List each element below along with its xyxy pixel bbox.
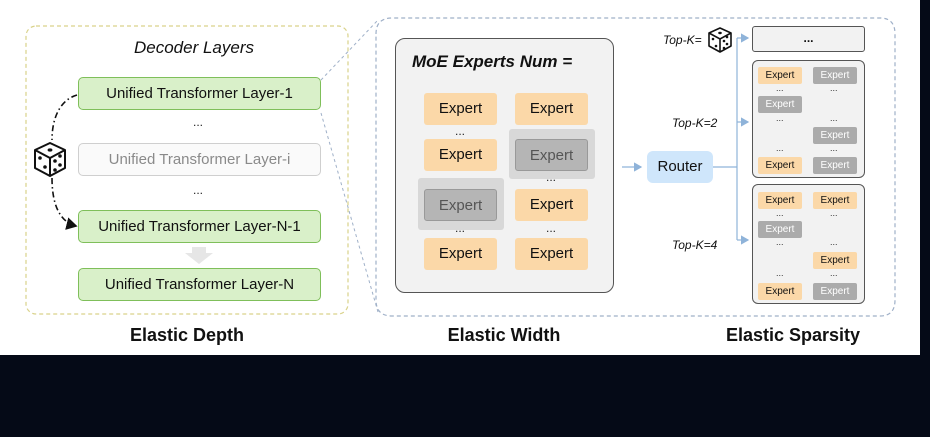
dice-icon [708, 27, 732, 53]
transformer-layer-1: Unified Transformer Layer-1 [78, 77, 321, 110]
mini-expert-inactive: Expert [758, 221, 802, 238]
expert-block: Expert [424, 238, 497, 270]
mini-expert: Expert [758, 157, 802, 174]
ellipsis: ... [776, 143, 784, 153]
topk-4-label: Top-K=4 [672, 238, 718, 252]
ellipsis: ... [830, 143, 838, 153]
mini-expert: Expert [813, 252, 857, 269]
expert-block: Expert [424, 139, 497, 171]
ellipsis: ... [776, 208, 784, 218]
expert-block-inactive: Expert [515, 139, 588, 171]
elastic-depth-caption: Elastic Depth [129, 325, 245, 345]
width-frame [375, 17, 896, 317]
ellipsis: ... [193, 115, 204, 129]
elastic-sparsity-caption: Elastic Sparsity [725, 325, 861, 345]
moe-experts-num-title: MoE Experts Num = [412, 52, 573, 71]
mini-expert-inactive: Expert [813, 67, 857, 84]
mini-expert-inactive: Expert [758, 96, 802, 113]
down-arrow-icon [185, 247, 213, 264]
ellipsis: ... [830, 208, 838, 218]
ellipsis: ... [776, 83, 784, 93]
expert-block: Expert [515, 238, 588, 270]
mini-expert-inactive: Expert [813, 283, 857, 300]
ellipsis: ... [776, 113, 784, 123]
ellipsis: ... [455, 170, 466, 184]
skip-arrow-top [51, 94, 78, 141]
ellipsis: ... [776, 268, 784, 278]
ellipsis: ... [193, 183, 204, 197]
elastic-width-caption: Elastic Width [447, 325, 561, 345]
topk-random-group: ... [752, 26, 865, 52]
transformer-layer-n-1: Unified Transformer Layer-N-1 [78, 210, 321, 243]
ellipsis: ... [455, 221, 466, 235]
mini-expert: Expert [813, 192, 857, 209]
ellipsis: ... [776, 237, 784, 247]
expert-block: Expert [515, 93, 588, 125]
zoom-line-bottom [320, 112, 379, 313]
transformer-layer-n: Unified Transformer Layer-N [78, 268, 321, 301]
ellipsis: ... [455, 124, 466, 138]
topk-2-label: Top-K=2 [672, 116, 718, 130]
transformer-layer-i: Unified Transformer Layer-i [78, 143, 321, 176]
mini-expert: Expert [758, 192, 802, 209]
ellipsis: ... [830, 237, 838, 247]
zoom-line-top [320, 19, 379, 81]
router-box: Router [647, 151, 713, 183]
ellipsis: ... [546, 221, 557, 235]
dice-icon [34, 142, 66, 177]
expert-block: Expert [515, 189, 588, 221]
decoder-layers-title: Decoder Layers [133, 38, 254, 57]
expert-block-inactive: Expert [424, 189, 497, 221]
expert-block: Expert [424, 93, 497, 125]
diagram-panel: Decoder Layers Unified Transformer Layer… [0, 0, 920, 355]
mini-expert-inactive: Expert [813, 157, 857, 174]
skip-arrow-bottom [51, 177, 78, 230]
ellipsis: ... [546, 170, 557, 184]
mini-expert: Expert [758, 67, 802, 84]
mini-expert: Expert [758, 283, 802, 300]
topk-dice-label: Top-K= [663, 33, 702, 47]
mini-expert-inactive: Expert [813, 127, 857, 144]
ellipsis: ... [830, 83, 838, 93]
ellipsis: ... [830, 268, 838, 278]
ellipsis: ... [830, 113, 838, 123]
depth-frame [25, 25, 349, 315]
